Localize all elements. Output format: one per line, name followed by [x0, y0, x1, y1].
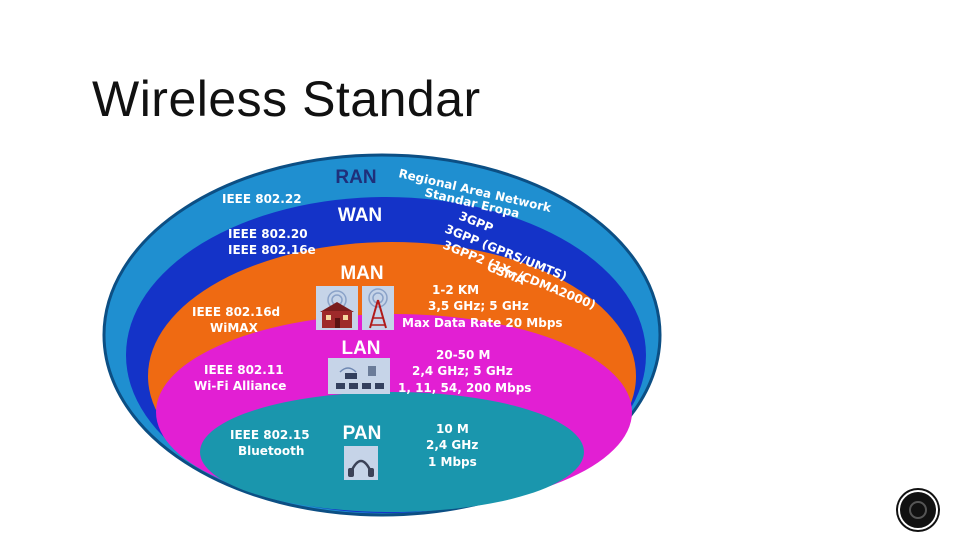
man-standard-1: IEEE 802.16d — [192, 305, 280, 319]
house-antenna-icon — [316, 286, 358, 330]
lan-name: LAN — [341, 338, 380, 359]
wan-name: WAN — [338, 205, 382, 226]
record-button-icon[interactable] — [898, 490, 938, 530]
bluetooth-headset-icon — [344, 446, 378, 480]
pan-standard-1: IEEE 802.15 — [230, 428, 310, 442]
man-name: MAN — [340, 263, 383, 284]
pan-layer — [200, 392, 584, 512]
wireless-network-devices-icon — [328, 358, 390, 394]
pan-detail-2: 2,4 GHz — [426, 438, 478, 452]
ran-name: RAN — [335, 167, 376, 188]
slide-title: Wireless Standar — [92, 71, 481, 127]
ran-standard: IEEE 802.22 — [222, 192, 302, 206]
lan-standard-1: IEEE 802.11 — [204, 363, 284, 377]
lan-detail-2: 2,4 GHz; 5 GHz — [412, 364, 513, 378]
pan-standard-2: Bluetooth — [238, 444, 304, 458]
man-standard-2: WiMAX — [210, 321, 259, 335]
pan-detail-1: 10 M — [436, 422, 469, 436]
pan-name: PAN — [343, 423, 382, 444]
wan-standard-2: IEEE 802.16e — [228, 243, 316, 257]
man-detail-2: 3,5 GHz; 5 GHz — [428, 299, 529, 313]
lan-standard-2: Wi-Fi Alliance — [194, 379, 286, 393]
pan-detail-3: 1 Mbps — [428, 455, 477, 469]
man-detail-3: Max Data Rate 20 Mbps — [402, 316, 563, 330]
lan-detail-3: 1, 11, 54, 200 Mbps — [398, 381, 531, 395]
wan-standard-1: IEEE 802.20 — [228, 227, 308, 241]
lan-detail-1: 20-50 M — [436, 348, 491, 362]
radio-tower-icon — [362, 286, 394, 330]
man-detail-1: 1-2 KM — [432, 283, 479, 297]
